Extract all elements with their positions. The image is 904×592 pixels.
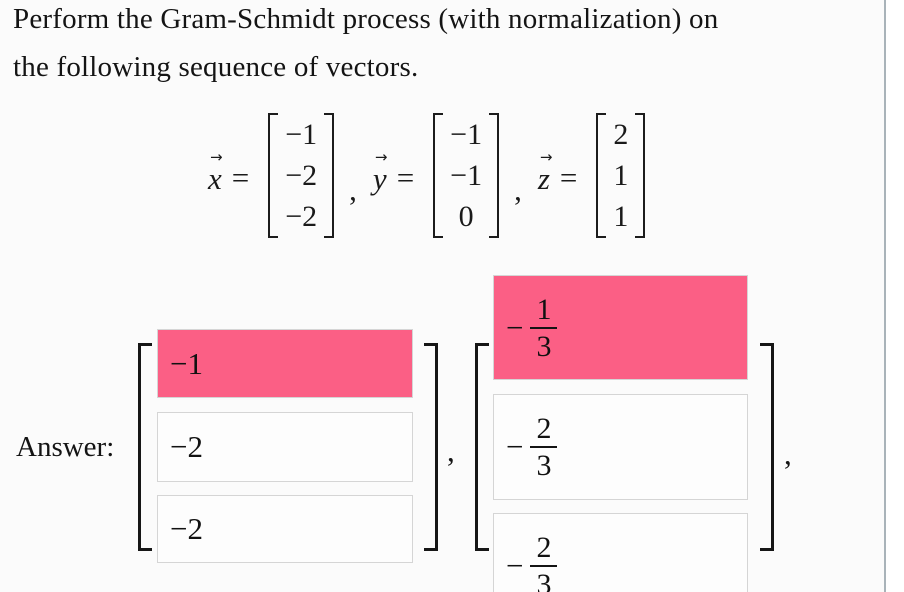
matrix-entry: 2 bbox=[613, 118, 629, 151]
fraction-denominator: 3 bbox=[536, 329, 552, 363]
matrix-column: −1 −1 0 bbox=[443, 113, 489, 238]
answer-input-v1-row3[interactable]: −2 bbox=[157, 495, 413, 563]
minus-sign: − bbox=[506, 547, 524, 583]
matrix-bracket-right bbox=[635, 113, 646, 238]
vector-z-letter: z bbox=[537, 160, 550, 196]
fraction: 2 3 bbox=[530, 530, 558, 592]
fraction-denominator: 3 bbox=[536, 449, 552, 482]
vector-x-letter: x bbox=[208, 160, 222, 196]
matrix-bracket-right bbox=[324, 113, 335, 238]
matrix-entry: −1 bbox=[285, 118, 318, 151]
vector-arrow-icon: → bbox=[374, 147, 388, 166]
fraction-numerator: 2 bbox=[530, 411, 558, 448]
matrix-column: 2 1 1 bbox=[606, 113, 635, 238]
vector-y-letter: y bbox=[372, 160, 387, 196]
scrollbar-gutter[interactable] bbox=[886, 0, 904, 592]
vector-y-matrix: −1 −1 0 bbox=[433, 113, 500, 238]
answer-matrix2-bracket-left bbox=[475, 343, 489, 551]
matrix-entry: −1 bbox=[450, 159, 483, 192]
fraction: 1 3 bbox=[530, 292, 558, 364]
answer-value: −2 bbox=[170, 429, 203, 464]
matrix-entry: −2 bbox=[285, 200, 318, 233]
equals-sign: = bbox=[559, 159, 578, 195]
matrix-entry: 1 bbox=[613, 159, 629, 192]
fraction-numerator: 1 bbox=[530, 292, 558, 329]
problem-statement-line1: Perform the Gram-Schmidt process (with n… bbox=[13, 3, 719, 35]
given-vectors-equation: →x = −1 −2 −2 , →y = −1 −1 0 , →z = bbox=[206, 113, 646, 238]
matrix-column: −1 −2 −2 bbox=[278, 113, 324, 238]
vector-arrow-icon: → bbox=[210, 147, 223, 166]
matrix-bracket-left bbox=[268, 113, 279, 238]
answer-matrix2-bracket-right bbox=[760, 343, 774, 551]
minus-sign: − bbox=[506, 309, 524, 345]
matrix-entry: 1 bbox=[613, 200, 629, 233]
vector-y-symbol: →y bbox=[372, 148, 388, 197]
matrix-entry: 0 bbox=[458, 200, 474, 233]
answer-value: −1 bbox=[170, 345, 203, 381]
vector-x-matrix: −1 −2 −2 bbox=[268, 113, 335, 238]
matrix-entry: −2 bbox=[285, 159, 318, 192]
answer-input-v2-row1[interactable]: − 1 3 bbox=[493, 275, 748, 380]
equals-sign: = bbox=[231, 159, 250, 195]
comma-separator: , bbox=[349, 171, 357, 207]
vector-arrow-icon: → bbox=[539, 147, 553, 166]
answer-input-v1-row2[interactable]: −2 bbox=[157, 412, 413, 482]
matrix-bracket-left bbox=[433, 113, 444, 238]
answer-input-v2-row2[interactable]: − 2 3 bbox=[493, 394, 748, 500]
fraction: 2 3 bbox=[530, 411, 558, 483]
answer-input-v2-row3[interactable]: − 2 3 bbox=[493, 513, 748, 592]
vector-z-symbol: →z bbox=[537, 148, 553, 197]
answer-matrix1-bracket-right bbox=[424, 343, 438, 551]
minus-sign: − bbox=[506, 429, 524, 464]
fraction-numerator: 2 bbox=[530, 530, 558, 567]
problem-statement-line2: the following sequence of vectors. bbox=[13, 50, 419, 83]
answer-matrix1-bracket-left bbox=[138, 343, 152, 551]
comma-separator: , bbox=[514, 171, 522, 207]
answer-label: Answer: bbox=[16, 431, 115, 463]
matrix-bracket-right bbox=[489, 113, 500, 238]
matrix-entry: −1 bbox=[450, 118, 483, 151]
matrix-bracket-left bbox=[596, 113, 607, 238]
vector-z-matrix: 2 1 1 bbox=[596, 113, 646, 238]
content-edge-divider bbox=[884, 0, 886, 592]
equals-sign: = bbox=[396, 159, 415, 195]
comma-separator: , bbox=[447, 433, 455, 468]
vector-x-symbol: →x bbox=[208, 148, 223, 197]
answer-input-v1-row1[interactable]: −1 bbox=[157, 329, 413, 398]
answer-value: −2 bbox=[170, 511, 203, 546]
comma-separator: , bbox=[784, 436, 792, 471]
fraction-denominator: 3 bbox=[536, 567, 552, 592]
problem-statement: Perform the Gram-Schmidt process (with n… bbox=[13, 0, 873, 91]
